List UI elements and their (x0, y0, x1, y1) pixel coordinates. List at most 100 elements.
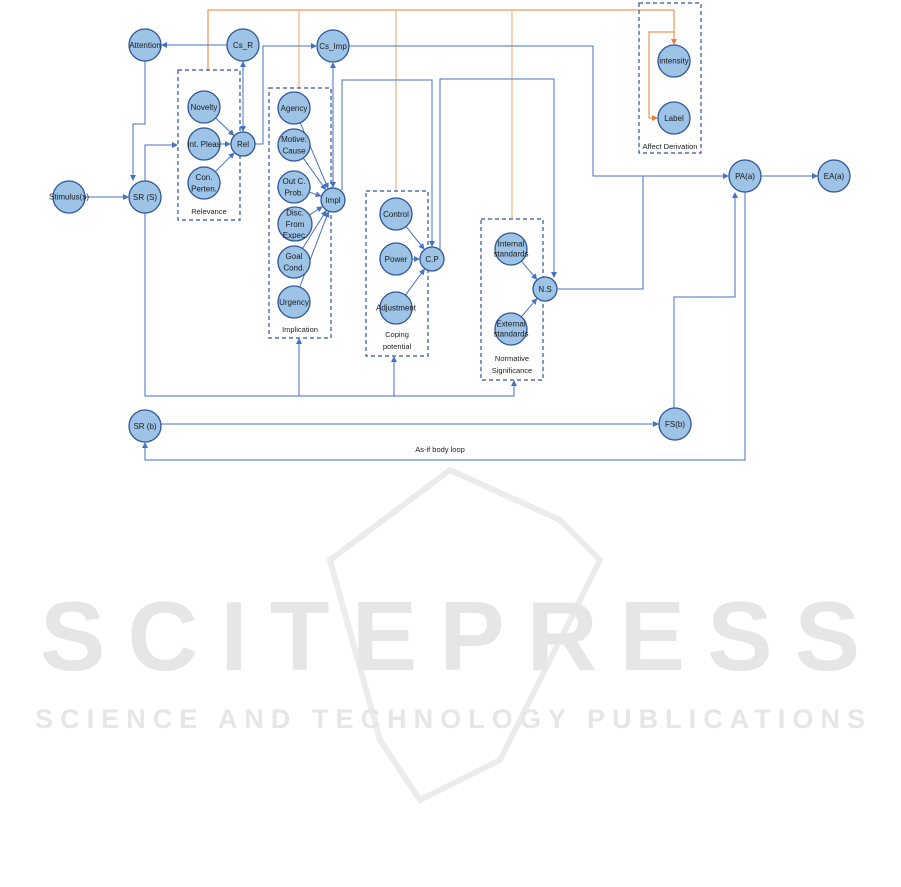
group-affect-label: Affect Derivation (643, 142, 698, 151)
node-label: SR (S) (133, 193, 157, 202)
group-normative-label: Normative (495, 354, 529, 363)
watermark-title: SCITEPRESS (40, 581, 860, 691)
node-circle (728, 159, 762, 193)
edge-csimp-pa (349, 45, 729, 179)
node-label: Power (385, 255, 408, 264)
node-circle (320, 187, 346, 213)
node-impl: Impl (320, 187, 346, 213)
node-label: Label (664, 114, 684, 123)
node-label: Con. (196, 173, 213, 182)
node-attention: Attention (128, 28, 162, 62)
node-label: Stimulus(s) (49, 192, 89, 201)
node-circle (532, 276, 558, 302)
group-coping-label: Coping (385, 330, 409, 339)
edge-novelty-rel (215, 117, 235, 136)
node-fs-b: FS(b) (658, 407, 692, 441)
node-circle (379, 197, 413, 231)
node-cs-imp: Cs_Imp (316, 29, 350, 63)
node-label: Novelty (191, 103, 218, 112)
node-label: Impl (325, 196, 340, 205)
group-relevance-label: Relevance (191, 207, 226, 216)
node-label: External (496, 320, 526, 329)
node-circle (226, 28, 260, 62)
edge-ns-pa (557, 176, 644, 290)
node-cp: C.P (419, 246, 445, 272)
node-rel: Rel (230, 131, 256, 157)
node-label: Attention (129, 41, 161, 50)
group-affect: Affect Derivation (638, 2, 702, 154)
edge-con_perten-rel (214, 152, 235, 173)
node-label: Adjustment (376, 303, 417, 312)
node-label: intensity (659, 56, 688, 65)
node-circle (658, 407, 692, 441)
watermark-logo (326, 466, 604, 804)
node-circle (494, 232, 528, 266)
node-circle (187, 90, 221, 124)
node-label: PA(a) (735, 172, 755, 181)
node-label: Cause (282, 146, 306, 155)
node-circle (187, 127, 221, 161)
node-motive: Motive:Cause (277, 128, 311, 162)
node-circle (187, 166, 221, 200)
node-label: SR (b) (133, 422, 156, 431)
node-adjustment: Adjustment (376, 291, 417, 325)
node-circle (379, 291, 413, 325)
watermark-subtitle: SCIENCE AND TECHNOLOGY PUBLICATIONS (35, 704, 865, 734)
edge-to-intensity (207, 9, 677, 70)
group-affect-border (638, 2, 702, 154)
edge-outc-impl (309, 191, 322, 198)
node-circle (657, 101, 691, 135)
group-coping-label: potential (383, 342, 412, 351)
node-circle (494, 312, 528, 346)
node-label: FS(b) (665, 420, 685, 429)
node-agency: Agency (277, 91, 311, 125)
node-intensity: intensity (657, 44, 691, 78)
node-stimulus: Stimulus(s) (49, 180, 89, 214)
node-circle (230, 131, 256, 157)
node-int-pleas: Int. Pleas (187, 127, 221, 161)
node-circle (657, 44, 691, 78)
group-coping-border (365, 190, 429, 357)
node-label: Cs_Imp (319, 42, 347, 51)
node-ea: EA(a) (817, 159, 851, 193)
edge-disc-impl (309, 206, 323, 216)
edge-control-cp (405, 226, 425, 250)
node-circle (277, 128, 311, 162)
node-outc: Out C. Prob. (277, 170, 311, 204)
node-circle (379, 242, 413, 276)
node-power: Power (379, 242, 413, 276)
group-implication-label: Implication (282, 325, 318, 334)
edges (85, 9, 818, 461)
edge-cp-ns (439, 78, 557, 278)
node-circle (128, 180, 162, 214)
node-circle (277, 170, 311, 204)
node-label: N.S (538, 285, 551, 294)
group-normative-label: Significance (492, 366, 532, 375)
group-coping: Coping potential (365, 190, 429, 357)
node-sr-s: SR (S) (128, 180, 162, 214)
edge-internal-ns (520, 260, 538, 280)
node-circle (52, 180, 86, 214)
node-circle (277, 285, 311, 319)
node-circle (128, 409, 162, 443)
node-label: Cs_R (233, 41, 253, 50)
as-if-body-loop-label: As-if body loop (415, 445, 465, 454)
node-label: standards (493, 249, 528, 258)
node-label: Out C. (282, 177, 305, 186)
node-novelty: Novelty (187, 90, 221, 124)
edge-as-if-body-loop (142, 192, 746, 461)
edge-rel-csimp (255, 43, 317, 145)
edge-fsb-pa (673, 192, 738, 408)
node-label: Prob. (284, 188, 303, 197)
node-urgency: Urgency (277, 285, 311, 319)
node-label: Agency (281, 104, 308, 113)
watermark: SCITEPRESS SCIENCE AND TECHNOLOGY PUBLIC… (35, 466, 865, 804)
node-label: standards (493, 329, 528, 338)
edge-attention-srs (130, 61, 146, 181)
node-circle (419, 246, 445, 272)
